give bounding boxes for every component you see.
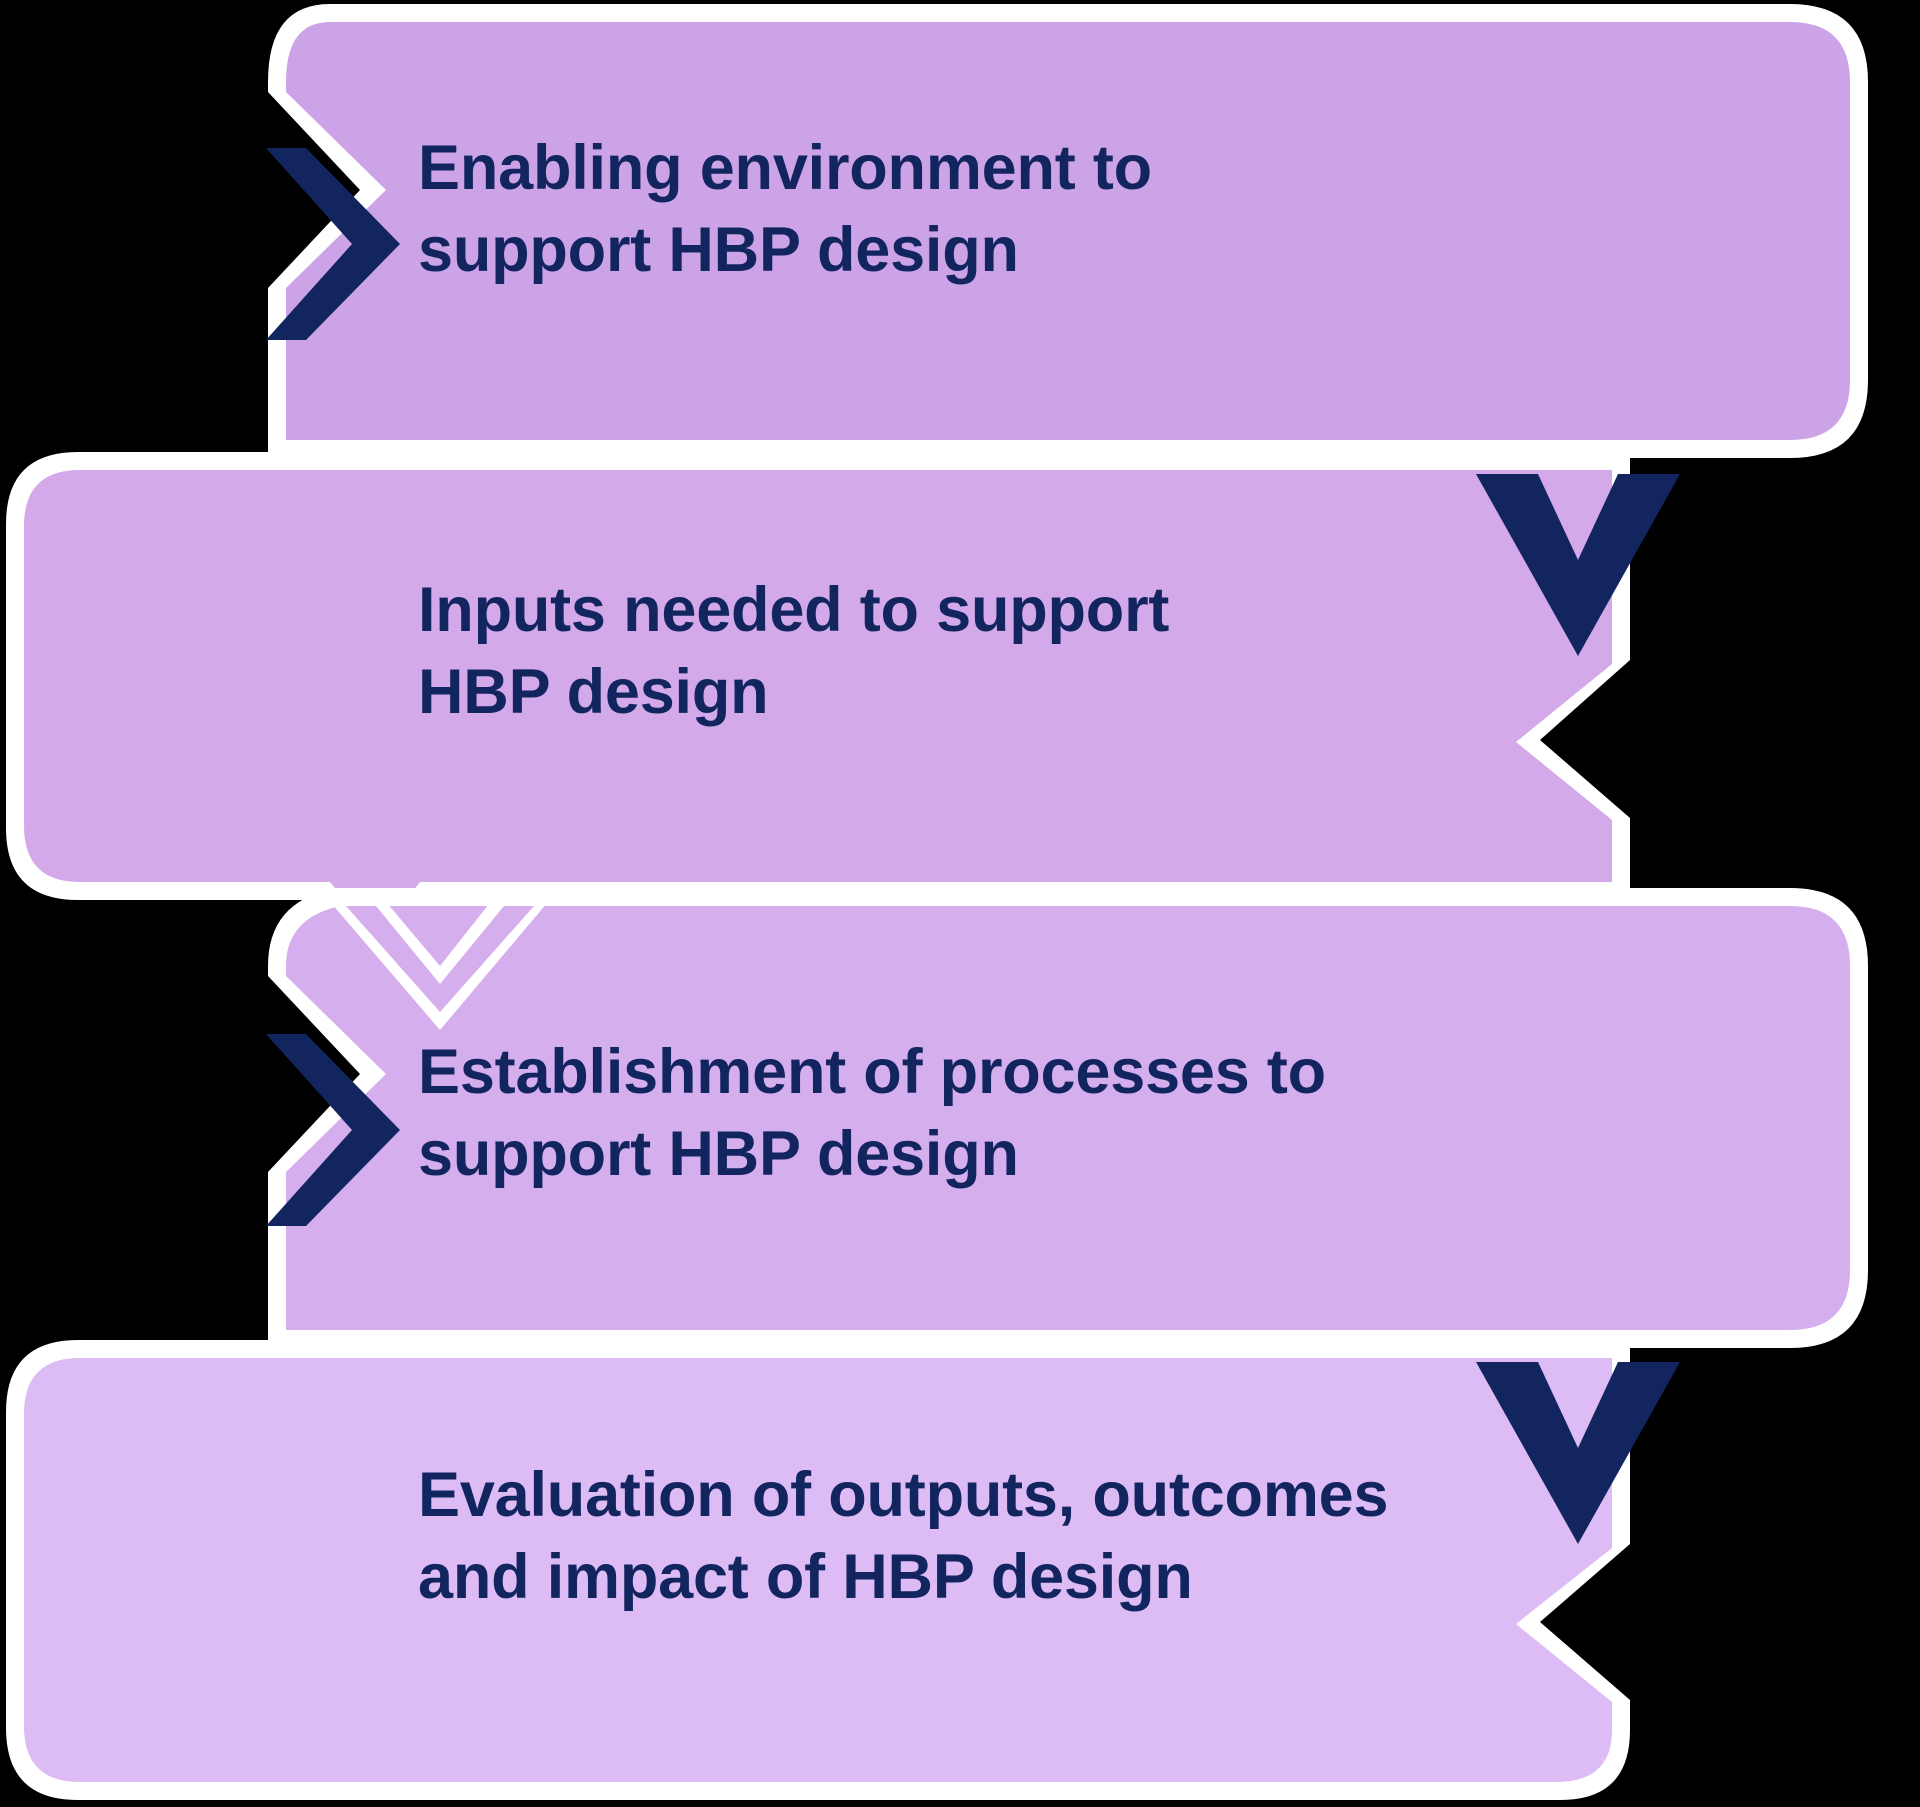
step-4-fill <box>24 1358 1612 1782</box>
step-3-shape[interactable] <box>266 888 1868 1348</box>
step-1-fill <box>286 22 1850 440</box>
chevron-down-icon <box>1476 1362 1680 1544</box>
step-3-fill <box>286 906 1850 1330</box>
step-1-shape[interactable] <box>266 4 1868 458</box>
chevron-down-icon <box>1476 474 1680 656</box>
chevron-right-icon <box>266 148 400 340</box>
step-4-shape[interactable] <box>6 1340 1680 1800</box>
step-3-top-notch-fill <box>346 906 534 1012</box>
step-2-shape[interactable] <box>6 452 1680 986</box>
chevron-right-icon <box>266 1034 400 1226</box>
step-2-fill <box>24 470 1612 938</box>
